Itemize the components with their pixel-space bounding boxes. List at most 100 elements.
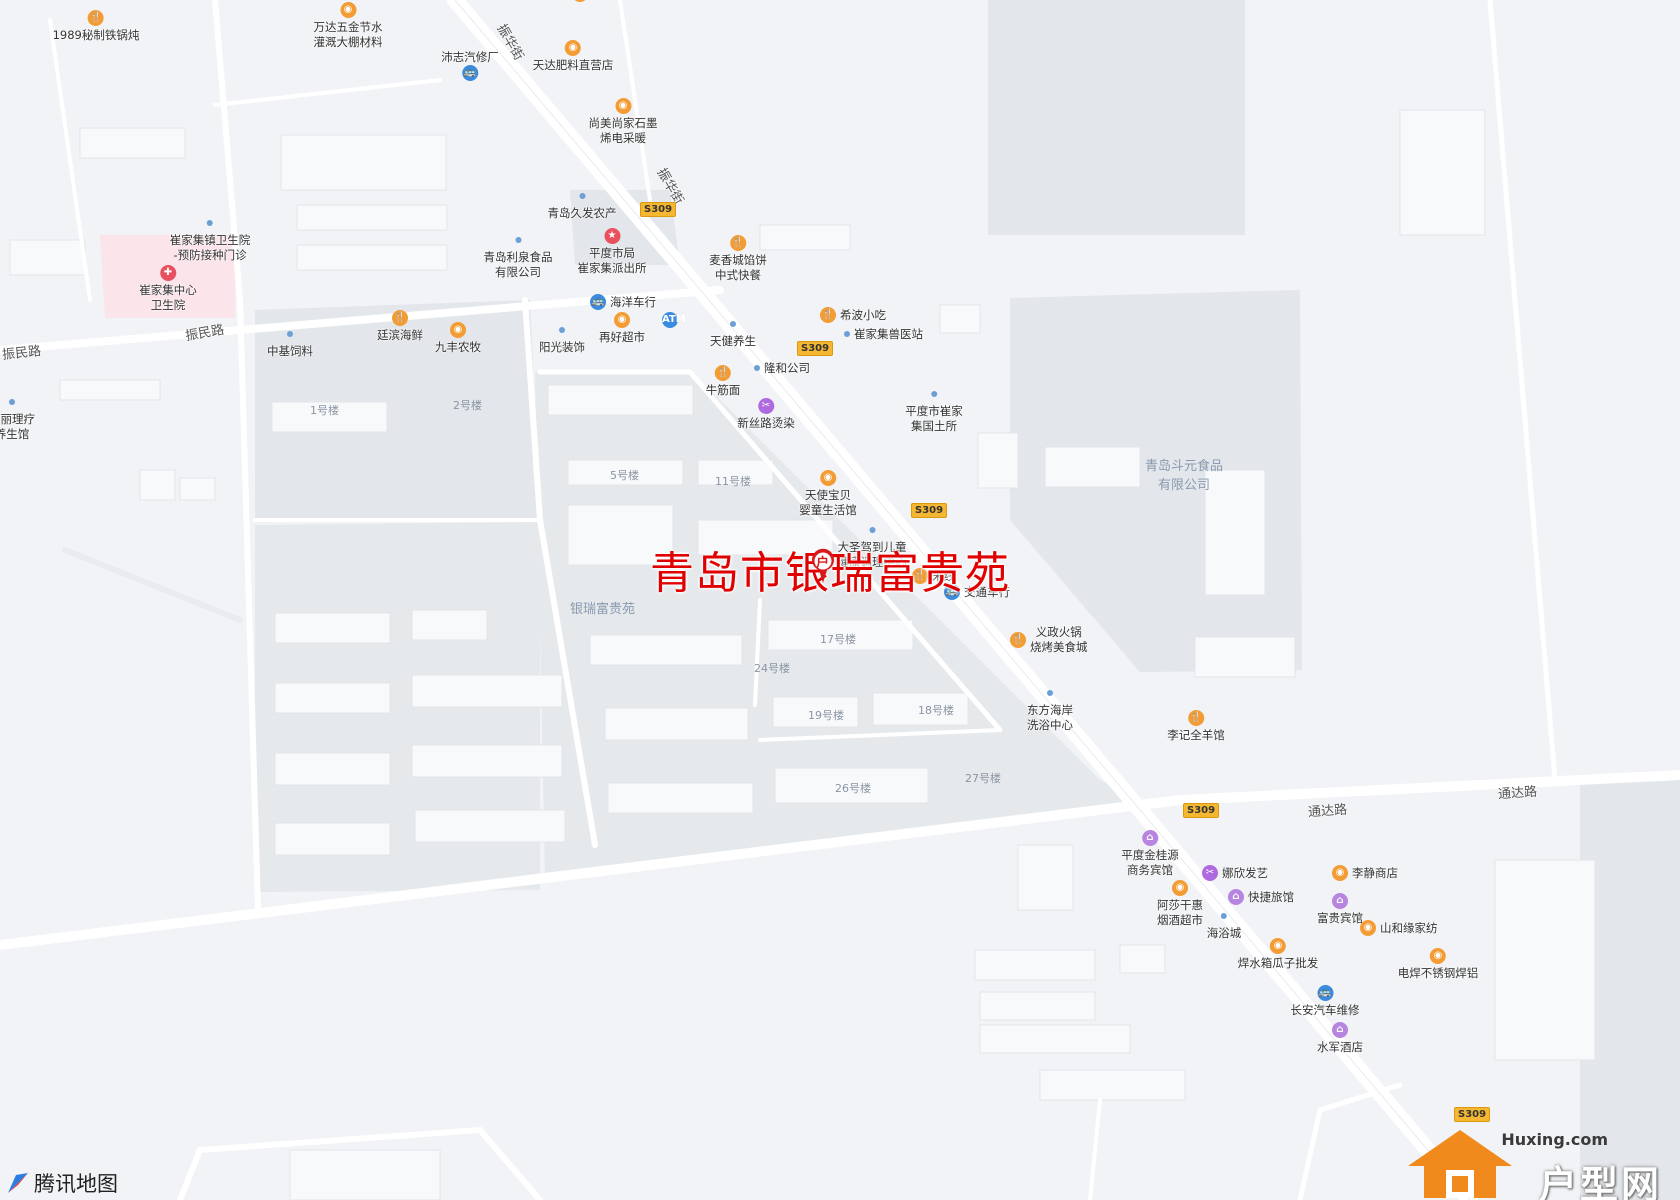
building-label: 27号楼 [965,772,1001,785]
road-label: 通达路 [1497,784,1538,803]
poi-label: 文壹全羊店 [592,0,650,2]
poi-40[interactable]: 海浴城 [1206,908,1242,941]
poi-41[interactable]: ◉山和缘家纺 [1360,920,1438,936]
poi-26[interactable]: 平度市崔家 集国土所 [905,386,963,434]
poi-label: 阳光装饰 [539,340,585,354]
poi-38[interactable]: ⌂快捷旅馆 [1228,889,1294,905]
poi-10[interactable]: 青岛利泉食品 有限公司 [484,232,553,280]
car-icon: 🚌 [462,65,478,81]
food-icon: 🍴 [715,365,731,381]
poi-16[interactable]: 🍴廷滨海鲜 [377,310,423,343]
poi-label: 中基饲料 [267,344,313,358]
poi-44[interactable]: 🚌长安汽车维修 [1291,985,1360,1018]
poi-label: 廷滨海鲜 [377,328,423,342]
building-label: 1号楼 [310,404,339,417]
poi-25[interactable]: ✂新丝路烫染 [737,398,795,431]
poi-28[interactable]: 大圣驾到儿童 健康调理中心 [838,522,907,570]
poi-label: 希波小吃 [840,307,886,322]
hotel-icon: ⌂ [1332,1022,1348,1038]
poi-15[interactable]: 中基饲料 [267,326,313,359]
poi-13[interactable]: 🚌海洋车行 [590,294,656,310]
marker-glyph: 户 [816,556,830,571]
poi-33[interactable]: 🍴 李记全羊馆 [1167,710,1225,743]
poi-label: 交通车行 [964,584,1010,599]
poi-42[interactable]: ◉焊水箱瓜子批发 [1238,938,1318,971]
poi-24[interactable]: 🍴牛筋面 [706,365,740,398]
poi-37[interactable]: ◉阿莎干惠 烟酒超市 [1157,880,1203,928]
poi-36[interactable]: ◉李静商店 [1332,865,1398,881]
shop-icon: ◉ [1430,948,1446,964]
poi-12[interactable]: 🍴麦香城馅饼 中式快餐 [709,235,767,283]
dot-icon [730,321,736,327]
poi-label: 再好超市 [599,330,645,344]
poi-45[interactable]: ⌂ 水军酒店 [1317,1022,1363,1055]
poi-20[interactable]: ATMATM [662,312,686,328]
poi-label: 海洋车行 [610,294,656,309]
poi-43[interactable]: ◉电焊不锈钢焊铝 [1398,948,1478,981]
poi-34[interactable]: ⌂平度金桂源 商务宾馆 [1121,830,1179,878]
poi-9[interactable]: ✚崔家集中心 卫生院 [139,265,197,313]
shop-icon: ◉ [565,40,581,56]
building-label: 11号楼 [715,475,751,488]
poi-label: 海浴城 [1206,926,1242,940]
dot-icon [931,391,937,397]
poi-32[interactable]: 东方海岸 洗浴中心 [1027,685,1073,733]
building-label: 18号楼 [918,704,954,717]
med-icon: ✚ [160,265,176,281]
dot-icon [515,237,521,243]
poi-18[interactable]: 阳光装饰 [539,322,585,355]
poi-35[interactable]: ✂娜欣发艺 [1202,865,1268,881]
poi-27[interactable]: ◉天使宝贝 婴童生活馆 [799,470,857,518]
poi-label: 大圣驾到儿童 健康调理中心 [837,540,907,569]
poi-label: 沛志汽修厂 [441,50,499,64]
poi-label: 天健养生 [710,334,756,348]
poi-46[interactable]: 东丽理疗 养生馆 [0,394,35,442]
poi-label: 东丽理疗 养生馆 [0,412,35,441]
food-icon: 🍴 [1010,632,1026,648]
building-label: 19号楼 [808,709,844,722]
poi-31[interactable]: 🍴义政火锅 烧烤美食城 [1010,625,1088,655]
hotel-icon: ⌂ [1332,893,1348,909]
poi-23[interactable]: 隆和公司 [754,360,810,376]
poi-label: 长安汽车维修 [1290,1003,1360,1017]
poi-22[interactable]: 崔家集兽医站 [844,326,923,342]
poi-2[interactable]: 🍴1989秘制铁锅炖 [53,10,139,43]
food-icon: 🍴 [88,10,104,26]
highway-shield: S309 [797,341,834,356]
poi-7[interactable]: 青岛久发农产 [548,188,617,221]
poi-11[interactable]: ★平度市局 崔家集派出所 [578,228,647,276]
hotel-icon: ⌂ [1142,830,1158,846]
poi-14[interactable]: 🍴希波小吃 [820,307,886,323]
poi-label: 娜欣发艺 [1222,865,1268,880]
poi-label: 青岛利泉食品 有限公司 [483,250,553,279]
poi-label: 青岛久发农产 [547,206,617,220]
atm-icon: ATM [662,312,686,328]
poi-4[interactable]: ◉ 天达肥料直营店 [532,40,614,73]
poi-label: 水军酒店 [1317,1040,1363,1054]
poi-label: 崔家集兽医站 [854,326,923,341]
hotel-icon: ⌂ [1228,889,1244,905]
poi-39[interactable]: ⌂富贵宾馆 [1317,893,1363,926]
shop-icon: ◉ [1332,865,1348,881]
poi-17[interactable]: ◉九丰农牧 [435,322,481,355]
poi-3[interactable]: ◉万达五金节水 灌溉大棚材料 [314,2,383,50]
poi-30[interactable]: 🚌交通车行 [944,584,1010,600]
poi-8[interactable]: 崔家集镇卫生院 -预防接种门诊 [170,215,250,263]
poi-21[interactable]: 天健养生 [710,316,756,349]
poi-label: 李记全羊馆 [1167,728,1225,742]
poi-label: 九丰农牧 [435,340,481,354]
poi-6[interactable]: ◉尚美尚家石墨 烯电采暖 [589,98,658,146]
food-icon: 🍴 [1188,710,1204,726]
dot-icon [844,331,850,337]
shop-icon: ◉ [1270,938,1286,954]
shop-icon: ◉ [1172,880,1188,896]
poi-19[interactable]: ◉再好超市 [599,312,645,345]
dot-icon [1221,913,1227,919]
poi-1[interactable]: 🍴文壹全羊店 [572,0,650,2]
poi-29[interactable]: 🍴米线 [912,568,955,584]
food-icon: 🍴 [912,568,928,584]
poi-label: 天达肥料直营店 [532,58,614,72]
poi-5[interactable]: 🚌沛志汽修厂 [441,48,499,81]
